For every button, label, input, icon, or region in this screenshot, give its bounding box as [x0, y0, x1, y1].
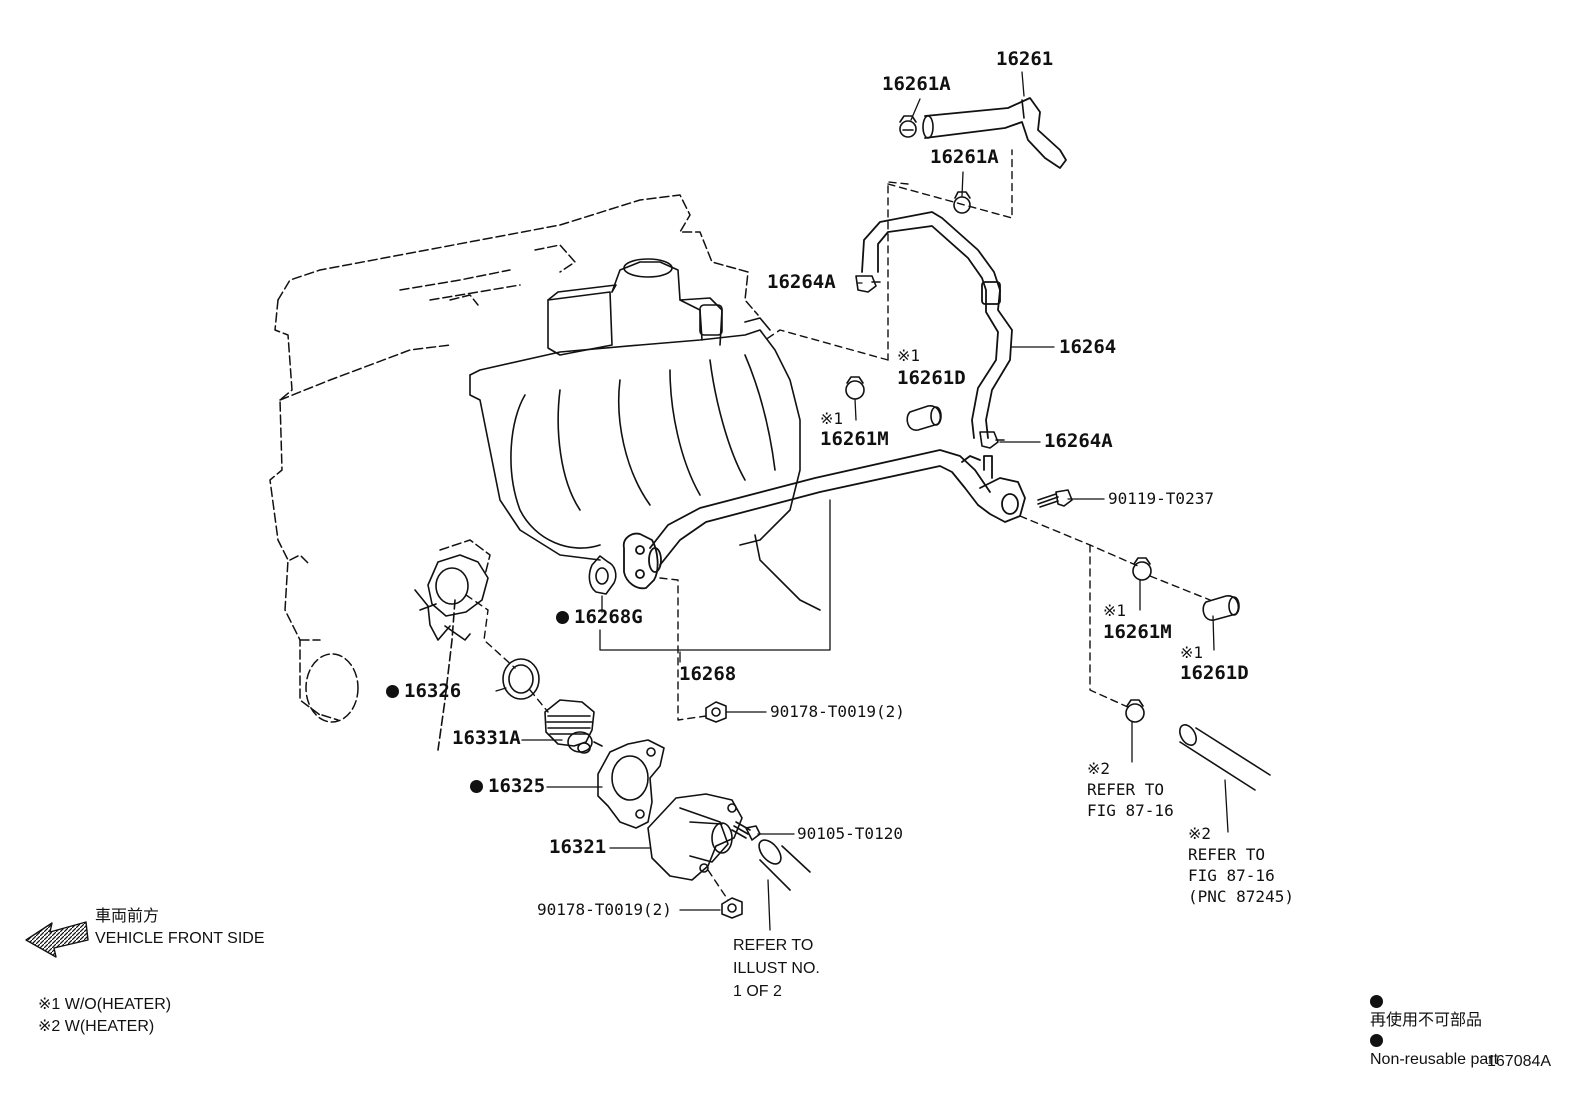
- refer-fig-87-16-note: ※2 REFER TO FIG 87-16: [1087, 758, 1174, 821]
- part-label-16261d-lower: 16261D: [1180, 662, 1249, 684]
- part-label-90178-upper: 90178-T0019(2): [770, 702, 905, 721]
- part-label-90105-t0120: 90105-T0120: [797, 824, 903, 843]
- refer-to-text: REFER TO: [733, 937, 814, 954]
- gasket-16325: [597, 739, 665, 829]
- filled-dot-icon: [1370, 995, 1383, 1008]
- legend-text-en: Non-reusable part: [1370, 1051, 1499, 1068]
- part-label-16261d-upper: 16261D: [897, 367, 966, 389]
- part-label-16268g: 16268G: [556, 608, 643, 627]
- vehicle-front-indicator: 車両前方 VEHICLE FRONT SIDE: [95, 906, 265, 950]
- thermostat-16331a: [544, 699, 603, 754]
- clamp-16261m-upper: [845, 376, 865, 400]
- leader-lines: [495, 71, 1229, 931]
- part-label-16325: 16325: [470, 777, 545, 796]
- filled-dot-icon: [386, 685, 399, 698]
- part-label-16261a-top: 16261A: [882, 73, 951, 95]
- clamp-16261a-top: [899, 115, 917, 138]
- engine-outlet-flange: [414, 554, 489, 641]
- plug-16261d-upper: [906, 405, 942, 431]
- illust-page-text: 1 OF 2: [733, 983, 782, 1000]
- part-number-16326: 16326: [404, 680, 462, 702]
- intake-manifold: [469, 258, 821, 611]
- assembly-dashed-lines: [465, 149, 1211, 901]
- part-label-16268: 16268: [679, 663, 737, 685]
- part-label-16264: 16264: [1059, 336, 1117, 358]
- pnc-ref-text: (PNC 87245): [1188, 887, 1294, 906]
- plug-16261d-lower: [1202, 595, 1240, 621]
- part-label-16261: 16261: [996, 48, 1054, 70]
- figure-ref-text: FIG 87-16: [1087, 801, 1174, 820]
- heater-mark: ※2: [1087, 759, 1111, 778]
- water-inlet-16321: [647, 793, 743, 881]
- figure-code: 167084A: [1487, 1053, 1552, 1070]
- part-label-90178-lower: 90178-T0019(2): [537, 900, 672, 919]
- clamp-heater-hose: [1125, 699, 1145, 723]
- pipe-16268: [622, 449, 1026, 590]
- footnotes: ※1 W/O(HEATER) ※2 W(HEATER): [38, 994, 171, 1038]
- radiator-hose: [758, 839, 811, 891]
- nut-90178-upper: [705, 701, 727, 723]
- footnote-without-heater: ※1 W/O(HEATER): [38, 996, 172, 1013]
- hose-16261: [922, 97, 1067, 169]
- gasket-16268g: [588, 555, 617, 595]
- clamp-16264a-left: [855, 275, 881, 293]
- part-number-16325: 16325: [488, 775, 546, 797]
- filled-dot-icon: [556, 611, 569, 624]
- figure-ref-text: FIG 87-16: [1188, 866, 1275, 885]
- refer-fig-87-16-pnc-note: ※2 REFER TO FIG 87-16 (PNC 87245): [1188, 823, 1294, 907]
- part-label-90119-t0237: 90119-T0237: [1108, 489, 1214, 508]
- vehicle-front-en: VEHICLE FRONT SIDE: [95, 930, 265, 947]
- heater-mark-d-upper: ※1: [897, 346, 921, 365]
- heater-mark-m-upper: ※1: [820, 409, 844, 428]
- part-label-16264a-right: 16264A: [1044, 430, 1113, 452]
- nut-90178-lower: [721, 897, 743, 919]
- legend-item-jp: 再使用不可部品: [1370, 995, 1498, 1034]
- filled-dot-icon: [470, 780, 483, 793]
- legend-text-jp: 再使用不可部品: [1370, 1012, 1483, 1029]
- ring-16326: [502, 658, 540, 700]
- refer-illust-note: REFER TO ILLUST NO. 1 OF 2: [733, 934, 820, 1003]
- heater-mark-m-lower: ※1: [1103, 601, 1127, 620]
- part-label-16261m-upper: 16261M: [820, 428, 889, 450]
- footnote-with-heater: ※2 W(HEATER): [38, 1018, 155, 1035]
- part-label-16321: 16321: [549, 836, 607, 858]
- heater-mark-d-lower: ※1: [1180, 643, 1204, 662]
- arrow-left-icon: [25, 921, 89, 958]
- engine-block-outline: [269, 194, 759, 723]
- part-label-16331a: 16331A: [452, 727, 521, 749]
- part-label-16326: 16326: [386, 682, 461, 701]
- clamp-16261m-lower: [1132, 557, 1152, 581]
- clamp-16264a-right: [979, 431, 1005, 449]
- part-label-16261m-lower: 16261M: [1103, 621, 1172, 643]
- filled-dot-icon: [1370, 1034, 1383, 1047]
- refer-to-text: REFER TO: [1188, 845, 1266, 864]
- part-label-16261a-mid: 16261A: [930, 146, 999, 168]
- legend: 再使用不可部品 Non-reusable part: [1370, 995, 1498, 1073]
- part-label-16264a-left: 16264A: [767, 271, 836, 293]
- bolt-90119-t0237: [1037, 489, 1073, 508]
- vehicle-front-jp: 車両前方: [95, 908, 160, 925]
- refer-to-text: REFER TO: [1087, 780, 1165, 799]
- heater-mark: ※2: [1188, 824, 1212, 843]
- heater-hose: [1179, 724, 1271, 791]
- hose-16264: [861, 211, 1013, 439]
- illust-ref-text: ILLUST NO.: [733, 960, 820, 977]
- part-number-16268g: 16268G: [574, 606, 643, 628]
- legend-item-en: Non-reusable part: [1370, 1034, 1498, 1073]
